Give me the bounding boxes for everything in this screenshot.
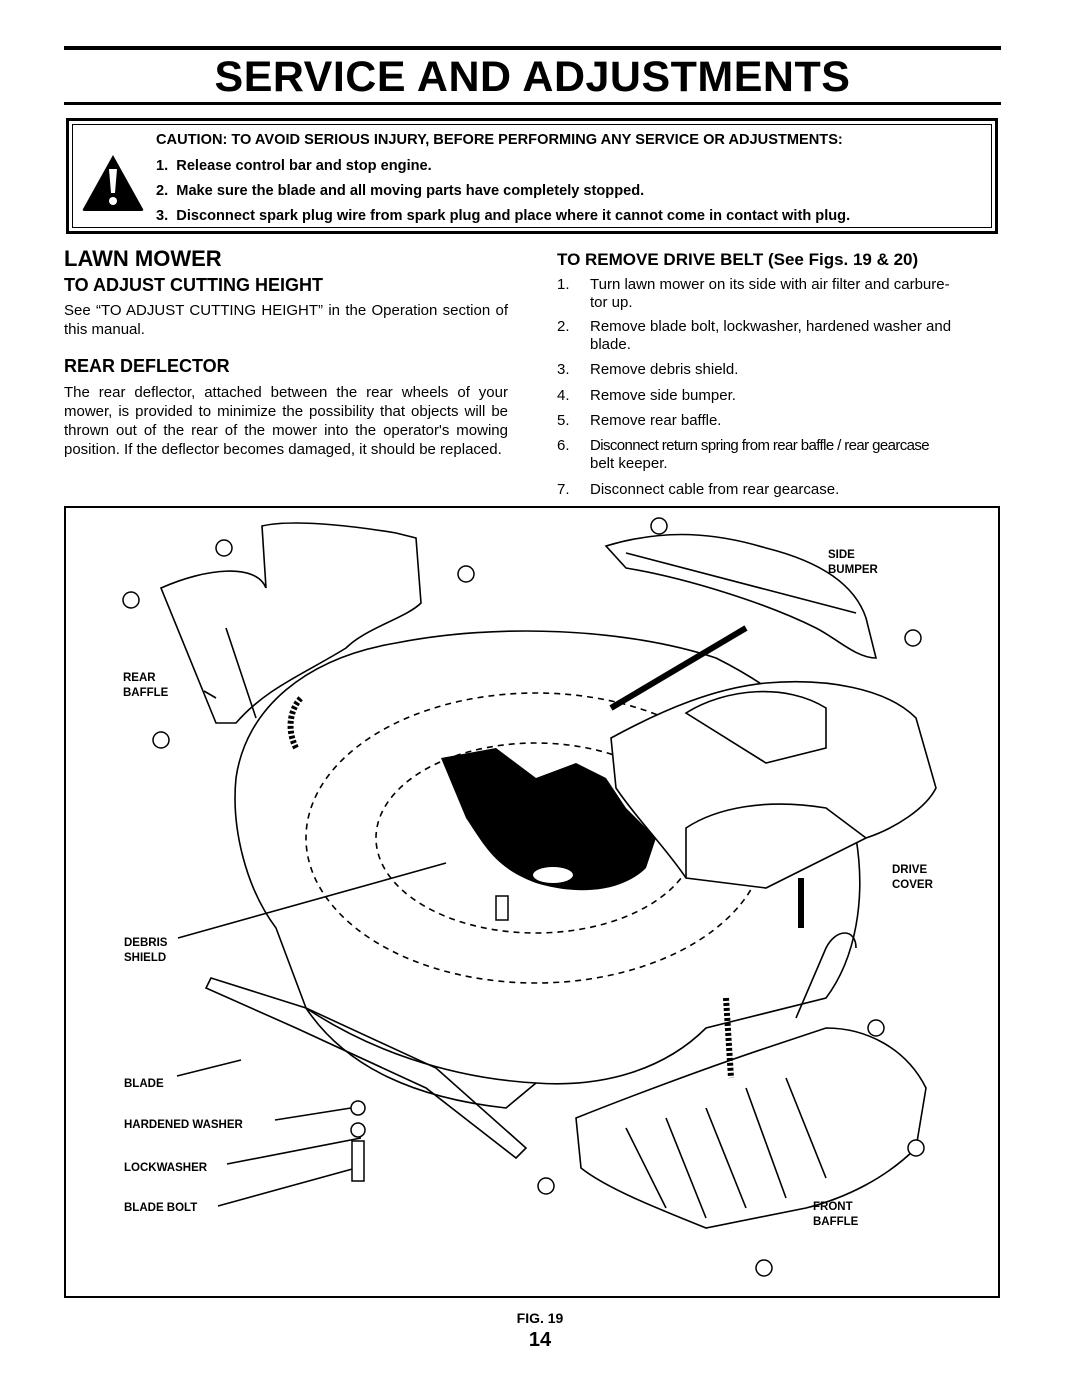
label-rear-baffle: REAR BAFFLE	[123, 672, 169, 699]
caution-heading: CAUTION: TO AVOID SERIOUS INJURY, BEFORE…	[156, 132, 843, 148]
section-title-lawn-mower: LAWN MOWER	[64, 246, 222, 271]
figure-caption: FIG. 19	[516, 1310, 564, 1326]
side-bumper-shape	[604, 533, 878, 659]
label-blade: BLADE	[124, 1078, 164, 1090]
caution-item-2: 2. Make sure the blade and all moving pa…	[156, 183, 645, 199]
rear-baffle-shape	[159, 522, 422, 724]
label-drive-cover: DRIVE COVER	[892, 864, 933, 891]
label-debris-shield: DEBRIS SHIELD	[124, 937, 168, 964]
cutting-height-text: See “TO ADJUST CUTTING HEIGHT” in the Op…	[64, 302, 508, 338]
rear-deflector-text: The rear deflector, attached between the…	[64, 384, 508, 458]
caution-box: CAUTION: TO AVOID SERIOUS INJURY, BEFORE…	[66, 118, 998, 234]
label-side-bumper: SIDE BUMPER	[828, 549, 878, 576]
heading-remove-drive-belt: TO REMOVE DRIVE BELT (See Figs. 19 & 20)	[557, 250, 919, 269]
top-rule	[64, 46, 1001, 50]
heading-adjust-cutting-height: TO ADJUST CUTTING HEIGHT	[64, 275, 324, 295]
warning-triangle-icon	[82, 155, 144, 211]
mower-deck-shape	[234, 630, 861, 1085]
label-lockwasher: LOCKWASHER	[124, 1162, 208, 1174]
label-blade-bolt: BLADE BOLT	[124, 1202, 198, 1214]
caution-item-1: 1. Release control bar and stop engine.	[156, 158, 432, 174]
drive-cover-shape	[610, 680, 937, 889]
front-baffle-shape	[575, 1027, 927, 1229]
debris-shield-shape	[441, 748, 656, 891]
mower-exploded-illustration	[122, 517, 937, 1277]
page-title: SERVICE AND ADJUSTMENTS	[214, 53, 851, 101]
fig-19-exploded-diagram: SIDE BUMPER REAR BAFFLE DRIVE COVER DEBR…	[64, 506, 1000, 1298]
heading-rear-deflector: REAR DEFLECTOR	[64, 356, 230, 376]
caution-item-3: 3. Disconnect spark plug wire from spark…	[156, 208, 851, 224]
label-hardened-washer: HARDENED WASHER	[124, 1119, 243, 1131]
page-number: 14	[528, 1329, 552, 1351]
title-underline	[64, 102, 1001, 105]
blade-shape	[204, 977, 528, 1160]
label-front-baffle: FRONT BAFFLE	[813, 1201, 859, 1228]
